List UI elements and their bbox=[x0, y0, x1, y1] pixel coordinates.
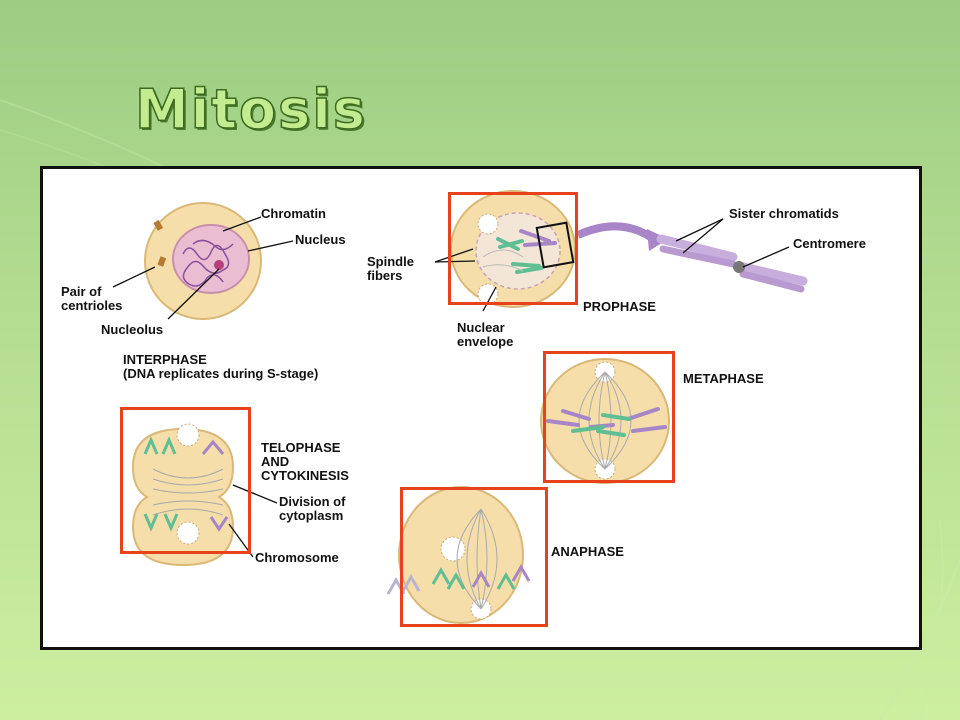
telophase-cell bbox=[131, 423, 235, 567]
label-pair-of-centrioles: Pair of centrioles bbox=[61, 284, 123, 313]
label-anaphase: ANAPHASE bbox=[551, 544, 624, 559]
mitosis-illustration bbox=[112, 190, 808, 624]
anaphase-highlight-box bbox=[400, 487, 548, 627]
label-spindle-fibers: Spindle fibers bbox=[367, 254, 414, 283]
sister-chromatids bbox=[656, 234, 808, 293]
metaphase-cell bbox=[540, 358, 670, 484]
telophase-highlight-box bbox=[120, 407, 251, 554]
label-division-of-cytoplasm: Division of cytoplasm bbox=[279, 494, 346, 523]
label-chromosome: Chromosome bbox=[255, 550, 339, 565]
label-metaphase: METAPHASE bbox=[683, 371, 764, 386]
label-centromere: Centromere bbox=[793, 236, 866, 251]
prophase-highlight-box bbox=[448, 192, 578, 305]
label-nucleolus: Nucleolus bbox=[101, 322, 164, 337]
prophase-cell bbox=[450, 190, 668, 308]
metaphase-highlight-box bbox=[543, 351, 675, 483]
label-telophase-and-cytokinesis: TELOPHASE AND CYTOKINESIS bbox=[261, 440, 349, 483]
interphase-cell bbox=[144, 202, 262, 320]
label-chromatin: Chromatin bbox=[261, 206, 326, 221]
label-prophase: PROPHASE bbox=[583, 299, 656, 314]
diagram-panel: Chromatin Nucleus Pair of centrioles Nuc… bbox=[40, 166, 922, 650]
label-nuclear-envelope: Nuclear envelope bbox=[457, 320, 514, 349]
label-interphase: INTERPHASE (DNA replicates during S-stag… bbox=[123, 352, 319, 381]
anaphase-cell bbox=[386, 486, 531, 624]
label-sister-chromatids: Sister chromatids bbox=[729, 206, 839, 221]
slide-title: Mitosis bbox=[134, 77, 367, 142]
label-nucleus: Nucleus bbox=[295, 232, 346, 247]
